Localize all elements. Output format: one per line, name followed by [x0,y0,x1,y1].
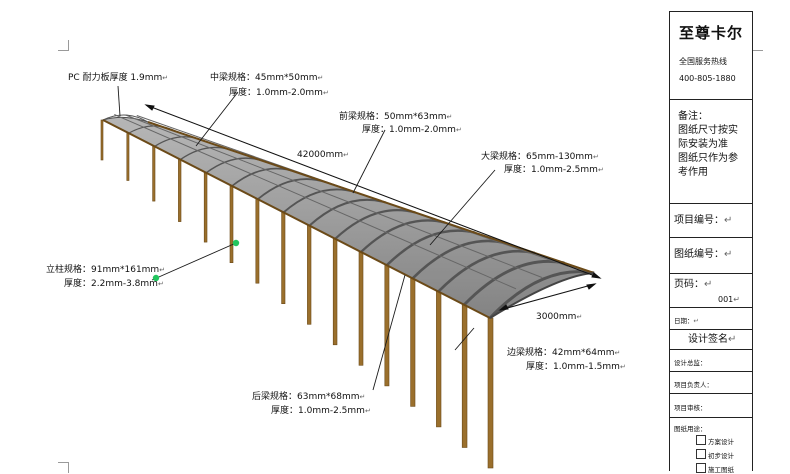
date-section: 日期：↵ [670,308,752,330]
page-number: 001↵ [718,295,740,304]
signature-title-section: 设计签名↵ [670,330,752,350]
purpose-option-preliminary: 初步设计 [708,452,734,460]
project-number-section: 项目编号：↵ [670,204,752,238]
project-lead-row: 项目负责人： [670,372,752,394]
big-beam-spec-label: 大梁规格：65mm-130mm↵ [481,152,599,162]
roof-purlin [125,114,543,278]
column-marker [232,239,240,247]
drawing-number-section: 图纸编号：↵ [670,238,752,274]
project-review-row: 项目审核： [670,394,752,418]
column-marker-end [152,274,160,282]
note-line-1: 图纸尺寸按实 [678,125,738,136]
note-line-4: 考作用 [678,167,708,178]
purpose-option-scheme: 方案设计 [708,438,734,446]
column-group [100,119,494,469]
rear-beam-spec-label: 后梁规格：63mm*68mm↵ [252,392,366,402]
column-post [410,278,416,407]
crop-mark-top-left [58,40,69,51]
width-dimension [498,283,597,311]
project-number-label: 项目编号：↵ [674,215,733,226]
purpose-checkbox-construction[interactable] [696,463,706,473]
crop-mark-bottom-left [58,462,69,473]
column-post [358,251,364,366]
column-post [203,172,208,243]
column-post [332,238,338,346]
designer-label: 设计总监： [674,359,707,367]
notes-section: 备注： 图纸尺寸按实 际安装为准 图纸只作为参 考作用 [670,100,752,204]
length-dimension [144,104,602,279]
column-thickness-label: 厚度：2.2mm-3.8mm↵ [64,279,164,289]
mid-beam-thickness-label: 厚度：1.0mm-2.0mm↵ [229,88,329,98]
project-review-label: 项目审核： [674,404,707,412]
width-dimension-label: 3000mm↵ [536,312,583,322]
title-block-header: 至尊卡尔 全国服务热线 400-805-1880 [670,12,752,100]
project-lead-label: 项目负责人： [674,381,713,389]
column-post [229,185,234,263]
front-beam-thickness-label: 厚度：1.0mm-2.0mm↵ [362,125,462,135]
roof-rib-group [102,114,595,320]
roof-rib [385,229,476,267]
roof-rib [411,239,506,280]
column-post [126,132,130,181]
purpose-label: 图纸用途： [674,425,707,433]
note-label: 备注： [678,111,708,122]
hotline-number: 400-805-1880 [679,74,736,83]
note-line-2: 际安装为准 [678,139,728,150]
purpose-checkbox-preliminary[interactable] [696,449,706,459]
column-post [255,198,260,284]
drawing-number-label: 图纸编号：↵ [674,249,733,260]
page-label: 页码：↵ [674,279,713,290]
purpose-checkbox-scheme[interactable] [696,435,706,445]
column-post [307,225,312,325]
column-post [487,317,494,469]
column-post [384,264,390,387]
edge-beam-thickness-label: 厚度：1.0mm-1.5mm↵ [526,362,626,372]
big-beam-thickness-label: 厚度：1.0mm-2.5mm↵ [504,165,604,175]
purpose-section: 图纸用途： 方案设计 初步设计 施工图纸 [670,418,752,474]
mid-beam-spec-label: 中梁规格：45mm*50mm↵ [210,73,324,83]
column-post [281,212,286,304]
column-spec-label: 立柱规格：91mm*161mm↵ [46,265,166,275]
column-post [152,146,156,202]
roof-purlin [114,114,517,290]
edge-beam-spec-label: 边梁规格：42mm*64mm↵ [507,348,621,358]
hotline-label: 全国服务热线 [679,57,727,66]
column-post [100,119,104,161]
leader-lines [117,85,496,391]
company-name: 至尊卡尔 [678,24,743,42]
note-line-3: 图纸只作为参 [678,153,738,164]
column-post [178,159,182,222]
designer-row: 设计总监： [670,350,752,372]
rear-beam [102,119,491,319]
length-dimension-label: 42000mm↵ [297,150,350,160]
signature-title: 设计签名↵ [688,334,737,345]
panel-thickness-label: PC 耐力板厚度 1.9mm↵ [68,73,169,83]
front-beam-spec-label: 前梁规格：50mm*63mm↵ [339,112,453,122]
page-number-section: 页码：↵ 001↵ [670,274,752,308]
roof-panel [101,116,595,319]
rear-beam-thickness-label: 厚度：1.0mm-2.5mm↵ [271,406,371,416]
title-block: 至尊卡尔 全国服务热线 400-805-1880 备注： 图纸尺寸按实 际安装为… [669,11,753,474]
purpose-option-construction: 施工图纸 [708,466,734,474]
column-post [461,304,468,448]
column-post [436,291,442,428]
date-label: 日期：↵ [674,317,699,325]
roof-rib [360,219,446,253]
